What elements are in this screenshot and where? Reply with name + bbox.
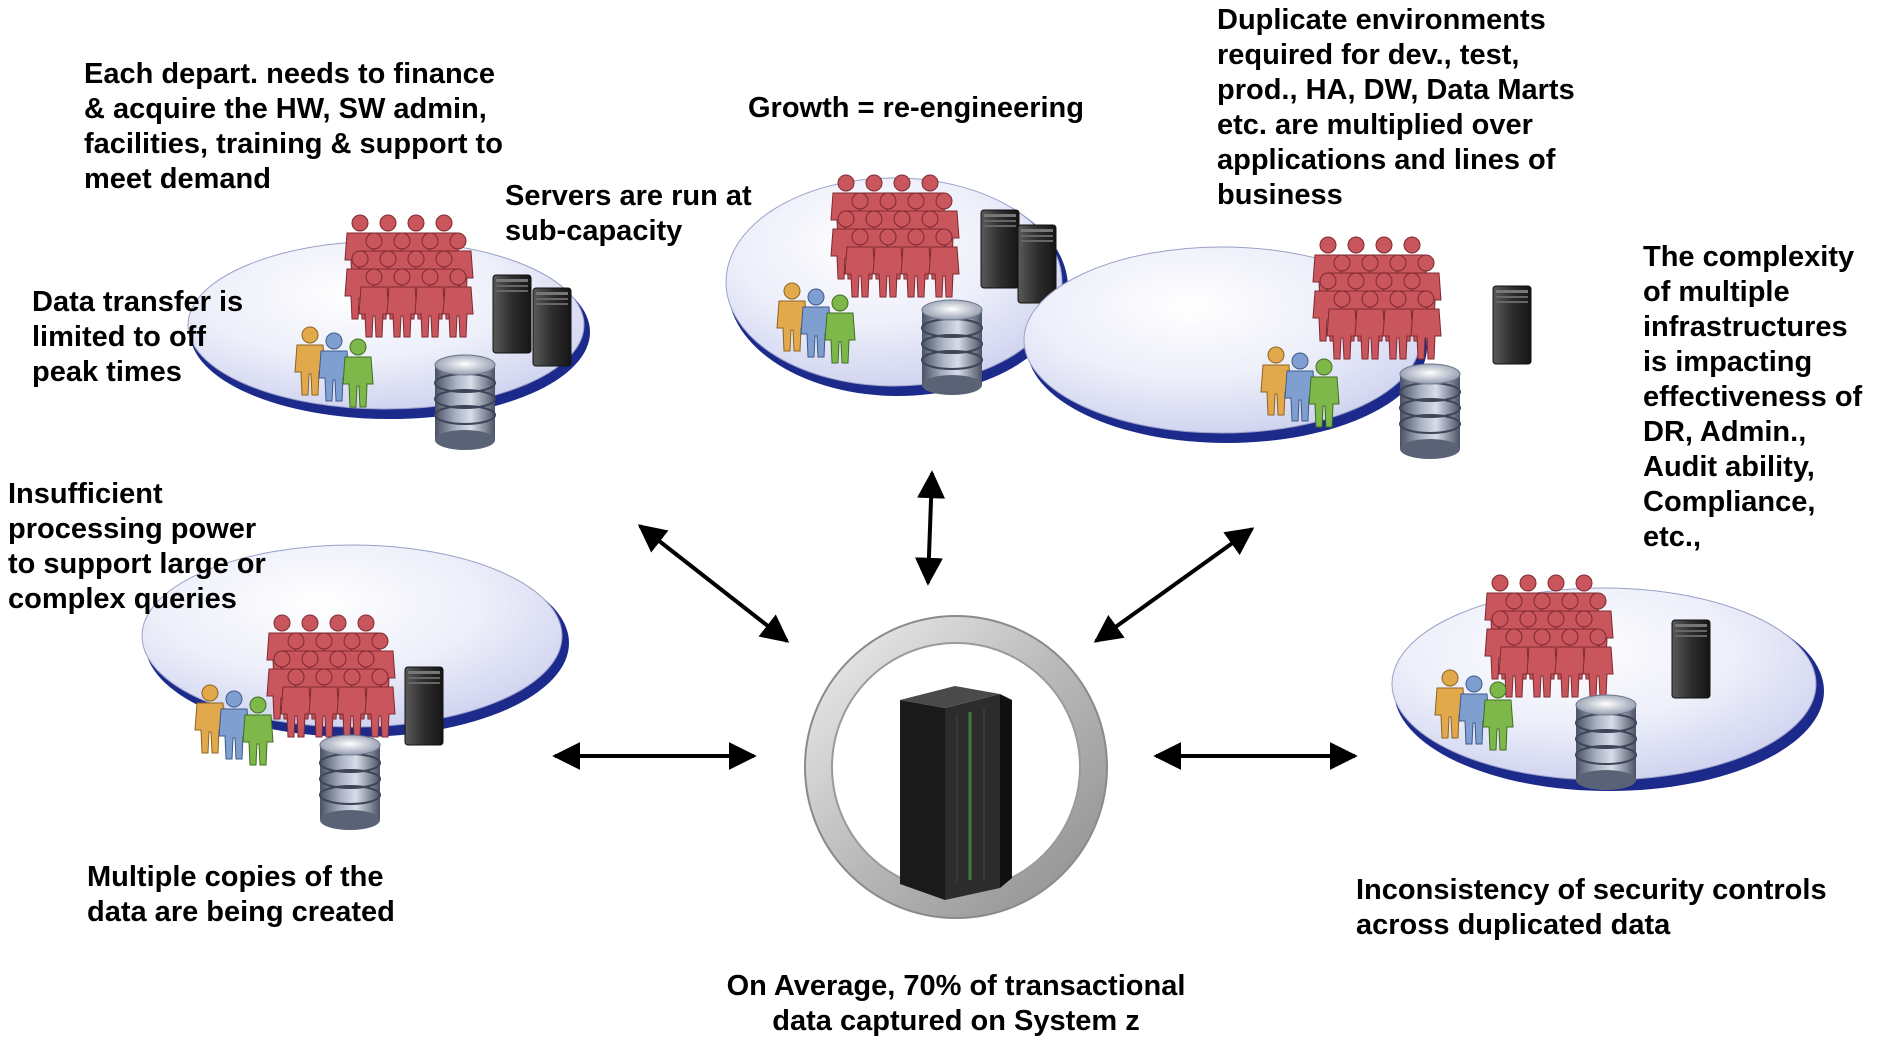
label-finance: Each depart. needs to finance & acquire … <box>84 58 503 195</box>
server-tower-icon <box>404 666 444 746</box>
platform-top-left <box>187 215 590 451</box>
label-complexity: The complexity of multiple infrastructur… <box>1643 241 1863 553</box>
label-average-system-z: On Average, 70% of transactional data ca… <box>726 970 1186 1037</box>
platform-bottom-left <box>141 544 569 831</box>
label-data-transfer: Data transfer is limited to off peak tim… <box>32 286 244 388</box>
mainframe-icon <box>900 686 1012 900</box>
central-hub <box>804 615 1108 919</box>
label-multiple-copies: Multiple copies of the data are being cr… <box>87 861 395 928</box>
database-icon <box>434 354 496 451</box>
people-crowd-icon <box>345 215 473 337</box>
double-arrow-icon <box>1093 527 1255 643</box>
label-security-controls: Inconsistency of security controls acros… <box>1356 874 1827 941</box>
label-insufficient-power: Insufficient processing power to support… <box>8 478 266 615</box>
database-icon <box>1575 694 1637 791</box>
database-icon <box>319 734 381 831</box>
server-tower-icon <box>1671 619 1711 699</box>
people-crowd-icon <box>1485 575 1613 697</box>
label-growth: Growth = re-engineering <box>748 92 1084 124</box>
double-arrow-icon <box>637 524 790 643</box>
database-icon <box>921 299 983 396</box>
server-tower-icon <box>1492 285 1532 365</box>
platform-top-right <box>1023 237 1532 460</box>
database-icon <box>1399 363 1461 460</box>
label-duplicate-environments: Duplicate environments required for dev.… <box>1217 4 1575 211</box>
double-arrow-icon <box>914 470 946 586</box>
server-tower-icon <box>1017 224 1057 304</box>
server-tower-icon <box>980 209 1020 289</box>
label-servers-capacity: Servers are run at sub-capacity <box>505 180 752 247</box>
server-tower-icon <box>532 287 572 367</box>
people-crowd-icon <box>1313 237 1441 359</box>
server-tower-icon <box>492 274 532 354</box>
platform-bottom-right <box>1391 575 1824 791</box>
people-crowd-icon <box>831 175 959 297</box>
people-crowd-icon <box>267 615 395 737</box>
platform-top-center <box>725 175 1068 396</box>
